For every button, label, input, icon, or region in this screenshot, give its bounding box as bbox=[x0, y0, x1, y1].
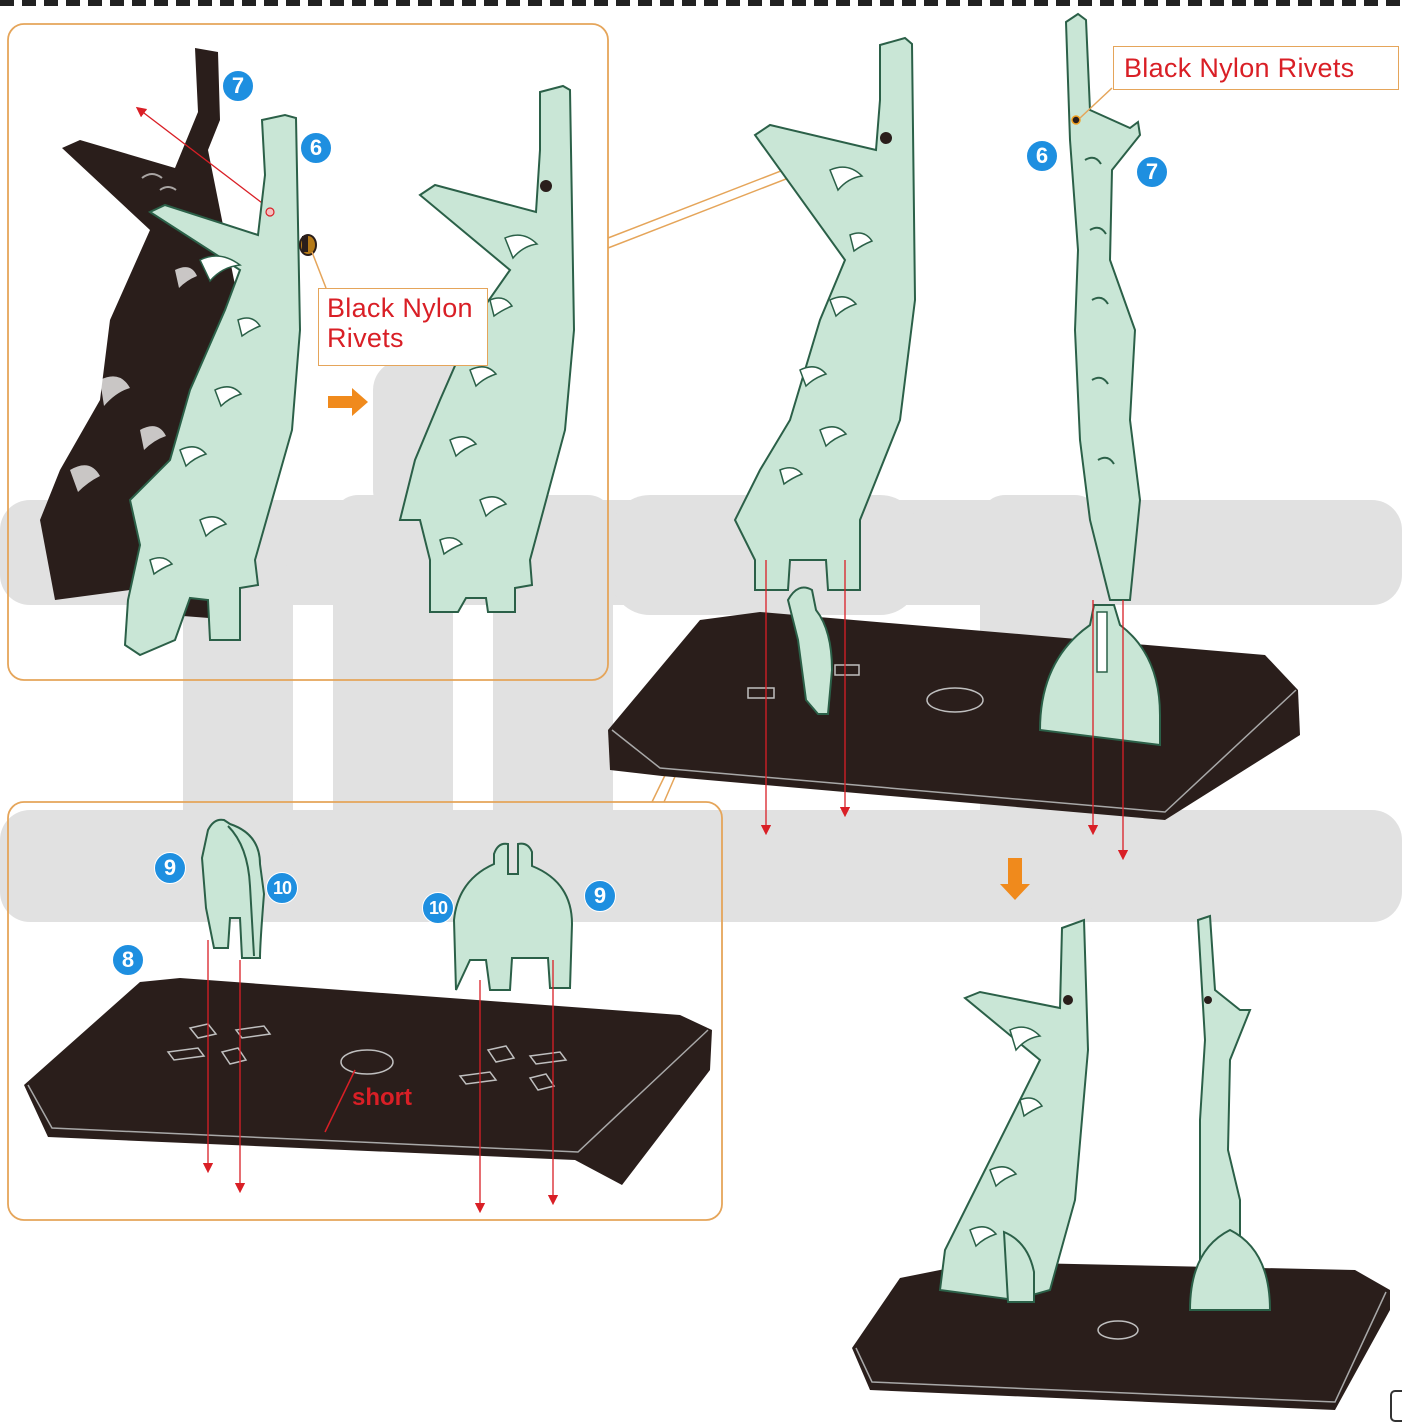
part-badge-6-side: 6 bbox=[1026, 140, 1058, 172]
callout-leader-left bbox=[312, 252, 326, 288]
part-badge-10-left: 10 bbox=[266, 872, 298, 904]
rivets-callout-left-line2: Rivets bbox=[327, 323, 479, 353]
part-badge-8-base: 8 bbox=[112, 944, 144, 976]
rivets-callout-left-line1: Black Nylon bbox=[327, 293, 479, 323]
base-plate-part-8 bbox=[24, 978, 712, 1185]
rivet-icon bbox=[300, 235, 316, 255]
part-badge-6-top: 6 bbox=[300, 132, 332, 164]
final-assembly bbox=[852, 916, 1390, 1410]
part-badge-9-right: 9 bbox=[584, 880, 616, 912]
base-plate-top-right bbox=[608, 612, 1300, 820]
rivets-callout-left: Black Nylon Rivets bbox=[318, 288, 488, 366]
page-corner-tab bbox=[1390, 1390, 1402, 1422]
part-badge-9-left: 9 bbox=[154, 852, 186, 884]
arrow-right-icon bbox=[328, 388, 368, 416]
short-label: short bbox=[352, 1084, 412, 1112]
part-badge-10-right: 10 bbox=[422, 892, 454, 924]
rivets-callout-top: Black Nylon Rivets bbox=[1113, 46, 1399, 90]
part-badge-7-side: 7 bbox=[1136, 156, 1168, 188]
part-badge-7-top: 7 bbox=[222, 70, 254, 102]
